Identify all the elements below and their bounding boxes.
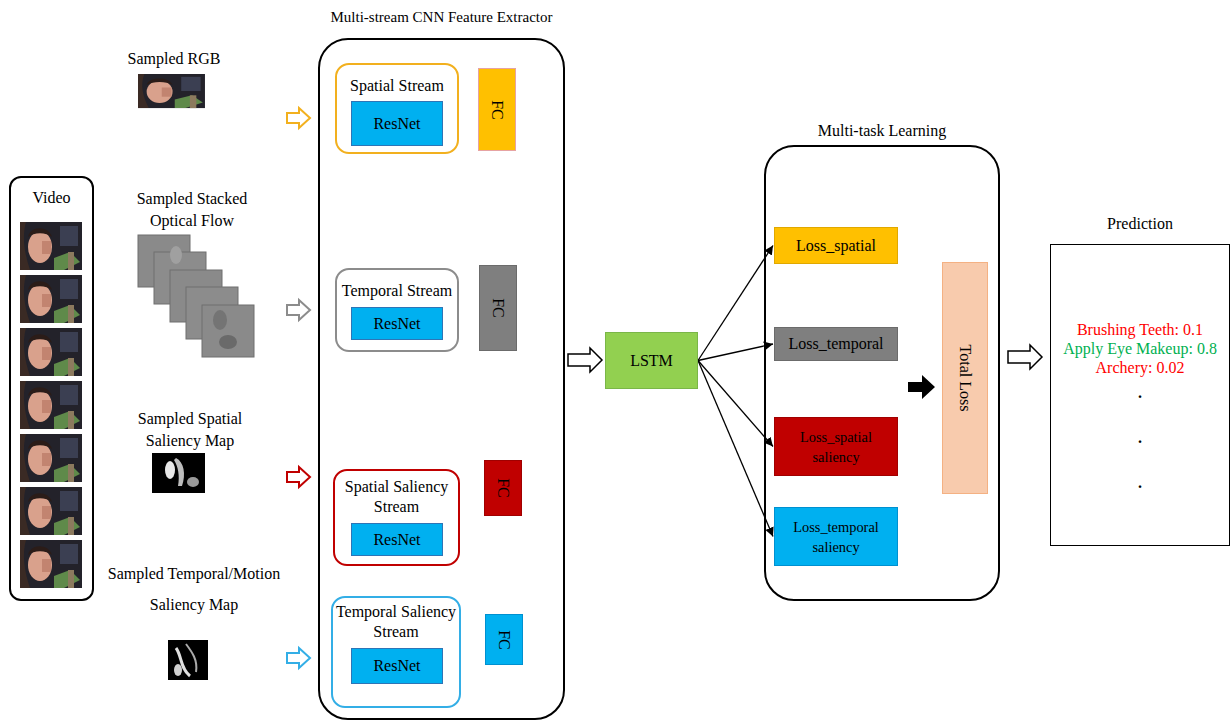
loss-box: Loss_temporal saliency <box>774 507 898 566</box>
block-label: ResNet <box>370 530 423 550</box>
stream-title: Temporal Stream <box>337 281 457 301</box>
stream-box: Temporal StreamResNet <box>335 268 459 352</box>
prediction-box: PredictionBrushing Teeth: 0.1Apply Eye M… <box>1050 244 1230 546</box>
loss-box: Loss_temporal <box>774 327 898 361</box>
video-box: Video <box>9 176 94 601</box>
fc-box: FC <box>485 614 523 665</box>
block-label: Loss_temporal <box>785 334 886 354</box>
fc-box: FC <box>479 265 517 351</box>
block-label: Loss_spatial saliency <box>775 427 897 467</box>
ellipsis-dot: . <box>1051 473 1229 493</box>
group-title: Multi-stream CNN Feature Extractor <box>330 7 552 27</box>
stream-title: Spatial Stream <box>337 76 457 96</box>
block-label: FC <box>487 100 507 120</box>
stream-box: Spatial StreamResNet <box>335 63 459 154</box>
prediction-score: Brushing Teeth: 0.1 <box>1051 320 1229 340</box>
stream-title: Spatial Saliency Stream <box>335 477 458 517</box>
block-arrow <box>1008 345 1042 369</box>
loss-box: Loss_spatial <box>774 227 898 264</box>
ellipsis-dot: . <box>1051 383 1229 403</box>
input-arrow <box>287 467 310 487</box>
arrow-line <box>698 361 773 537</box>
temporal-saliency-map <box>168 640 208 680</box>
input-arrow <box>287 300 310 320</box>
stream-box: Temporal Saliency StreamResNet <box>331 596 461 708</box>
arrow-line <box>698 246 773 361</box>
resnet-box: ResNet <box>351 307 443 340</box>
block-label: Loss_temporal saliency <box>775 517 897 557</box>
fc-box: FC <box>478 68 516 151</box>
video-frame <box>20 275 82 323</box>
input-arrow <box>287 648 310 668</box>
block-label: FC <box>493 478 513 498</box>
block-label: Loss_spatial <box>793 236 879 256</box>
block-arrow <box>568 348 602 372</box>
lstm-box: LSTM <box>605 332 698 389</box>
group-title: Prediction <box>1107 214 1173 234</box>
video-frame <box>20 540 82 588</box>
input-label: Sampled Temporal/Motion Saliency Map <box>101 558 287 620</box>
video-frame <box>20 434 82 482</box>
arrow-line <box>698 361 773 447</box>
resnet-box: ResNet <box>351 101 443 146</box>
optical-flow-stack <box>138 235 254 357</box>
stream-box: Spatial Saliency StreamResNet <box>333 469 460 566</box>
block-label: FC <box>494 630 514 650</box>
input-label: Sampled Spatial Saliency Map <box>125 408 255 452</box>
prediction-score: Archery: 0.02 <box>1051 358 1229 378</box>
loss-box: Loss_spatial saliency <box>774 417 898 476</box>
arrow-line <box>698 344 773 361</box>
video-frame <box>20 328 82 376</box>
spatial-saliency-map <box>152 453 205 493</box>
group-box: Multi-stream CNN Feature ExtractorSpatia… <box>318 38 565 720</box>
block-label: ResNet <box>370 114 423 134</box>
input-label: Sampled Stacked Optical Flow <box>127 188 257 232</box>
block-label: ResNet <box>370 656 423 676</box>
resnet-box: ResNet <box>351 648 443 684</box>
video-frame <box>20 487 82 535</box>
input-label: Sampled RGB <box>89 49 259 69</box>
block-label: FC <box>488 298 508 318</box>
block-label: Total Loss <box>955 345 975 412</box>
input-arrow <box>287 108 310 128</box>
rgb-thumbnail <box>138 74 205 108</box>
block-label: ResNet <box>370 314 423 334</box>
total-loss-box: Total Loss <box>942 262 988 494</box>
merge-arrow <box>908 375 935 399</box>
fc-box: FC <box>484 460 522 516</box>
prediction-score: Apply Eye Makeup: 0.8 <box>1051 339 1229 359</box>
block-label: LSTM <box>627 351 676 371</box>
video-frame <box>20 222 82 270</box>
ellipsis-dot: . <box>1051 428 1229 448</box>
group-box: Multi-task LearningLoss_spatialLoss_temp… <box>764 145 1000 601</box>
group-title: Video <box>11 188 92 208</box>
video-frame <box>20 381 82 429</box>
group-title: Multi-task Learning <box>818 121 946 141</box>
resnet-box: ResNet <box>351 523 443 556</box>
stream-title: Temporal Saliency Stream <box>333 602 459 642</box>
